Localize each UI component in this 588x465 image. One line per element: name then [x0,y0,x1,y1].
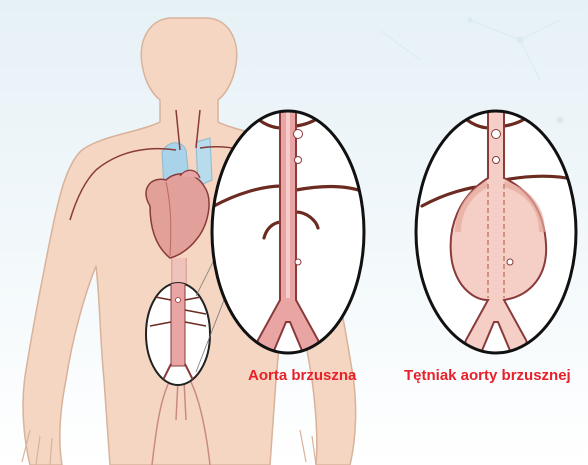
normal-aorta-label: Aorta brzuszna [248,367,356,384]
aneurysm-label: Tętniak aorty brzusznej [404,367,571,384]
